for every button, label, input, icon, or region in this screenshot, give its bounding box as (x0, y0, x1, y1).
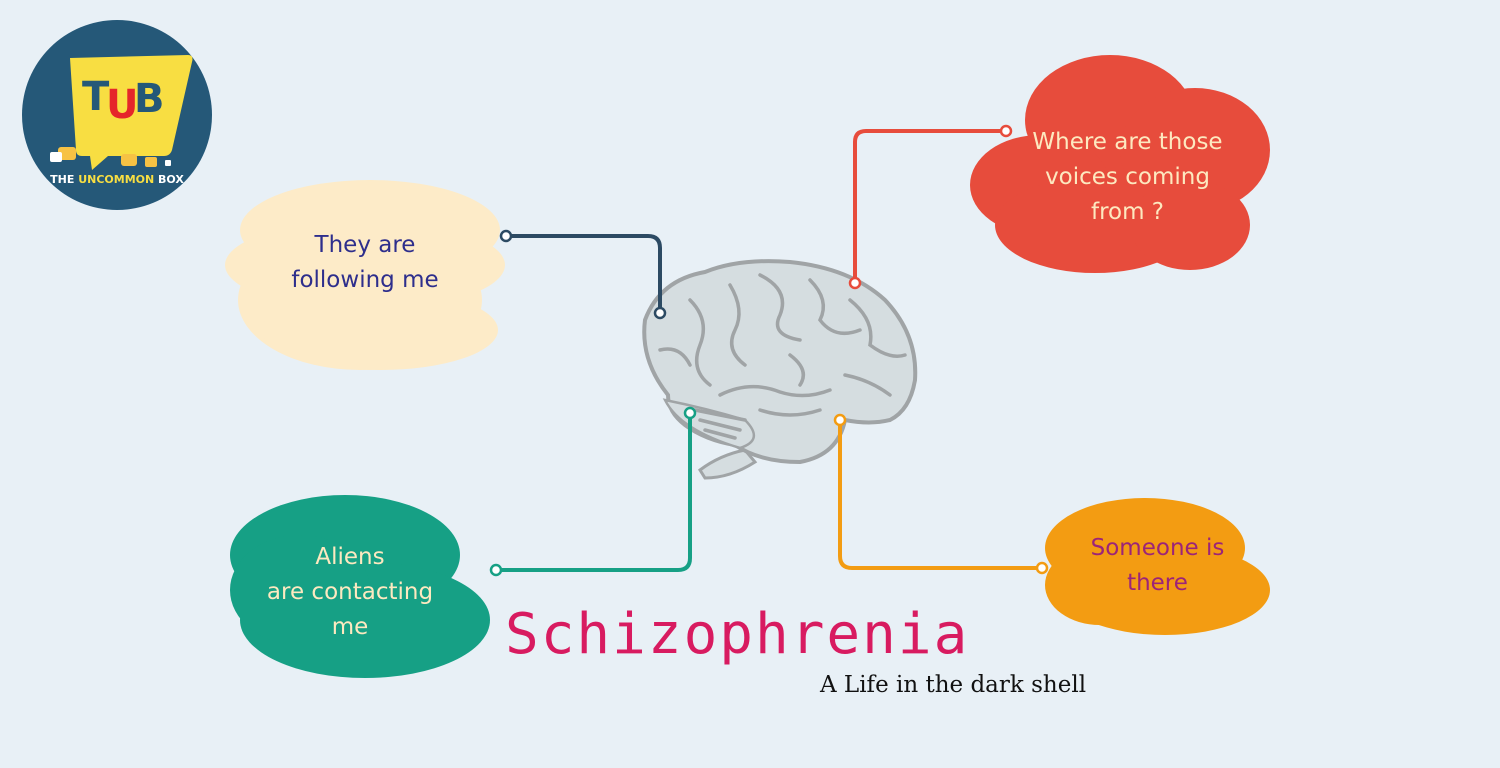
logo-small-bubble-icon (145, 157, 157, 167)
bubble-following (225, 180, 505, 370)
logo-small-bubble-icon (50, 152, 62, 162)
thought-someone: Someone is there (1050, 531, 1265, 601)
logo-letter-b: B (134, 76, 165, 122)
diagram-subtitle: A Life in the dark shell (820, 672, 1087, 698)
thought-line: are contacting (266, 579, 434, 605)
bubble-aliens (230, 495, 490, 678)
diagram-title: Schizophrenia (505, 602, 970, 667)
thought-line: there (1127, 570, 1188, 596)
bubble-someone (1045, 498, 1270, 635)
logo-letter-u: U (106, 82, 138, 128)
thought-aliens: Aliens are contacting me (235, 540, 465, 645)
thought-line: following me (291, 267, 439, 293)
logo-small-bubble-icon (165, 160, 171, 166)
logo-small-bubble-icon (121, 154, 137, 166)
connector-someone (838, 420, 1042, 570)
brain-icon (642, 259, 918, 480)
thought-line: voices coming (1045, 164, 1210, 190)
node-icon (653, 306, 667, 320)
thought-line: Where are those (1032, 129, 1223, 155)
connectors (496, 129, 1042, 572)
connector-following (506, 234, 662, 313)
logo-letter-t: T (82, 74, 110, 120)
thought-line: me (331, 614, 369, 640)
connector-voices (853, 129, 1006, 283)
thought-line: Aliens (315, 544, 385, 570)
logo-small-bubble-icon (58, 147, 76, 160)
node-icon (999, 124, 1013, 138)
logo-tagline: THE UNCOMMON BOX (50, 173, 184, 186)
bubble-voices (970, 55, 1270, 273)
node-icon (489, 563, 503, 577)
thought-voices: Where are those voices coming from ? (1000, 125, 1255, 230)
node-icon (499, 229, 513, 243)
node-icon (848, 276, 862, 290)
logo-speech-bubble-icon (70, 55, 193, 170)
node-icon (833, 413, 847, 427)
connector-nodes (489, 124, 1049, 577)
thought-line: Someone is (1090, 535, 1225, 561)
thought-line: They are (314, 232, 416, 258)
thought-following: They are following me (245, 228, 485, 298)
node-icon (1035, 561, 1049, 575)
logo: T U B THE UNCOMMON BOX (22, 20, 212, 210)
thought-line: from ? (1090, 199, 1165, 225)
connector-aliens (496, 413, 692, 572)
node-icon (683, 406, 697, 420)
